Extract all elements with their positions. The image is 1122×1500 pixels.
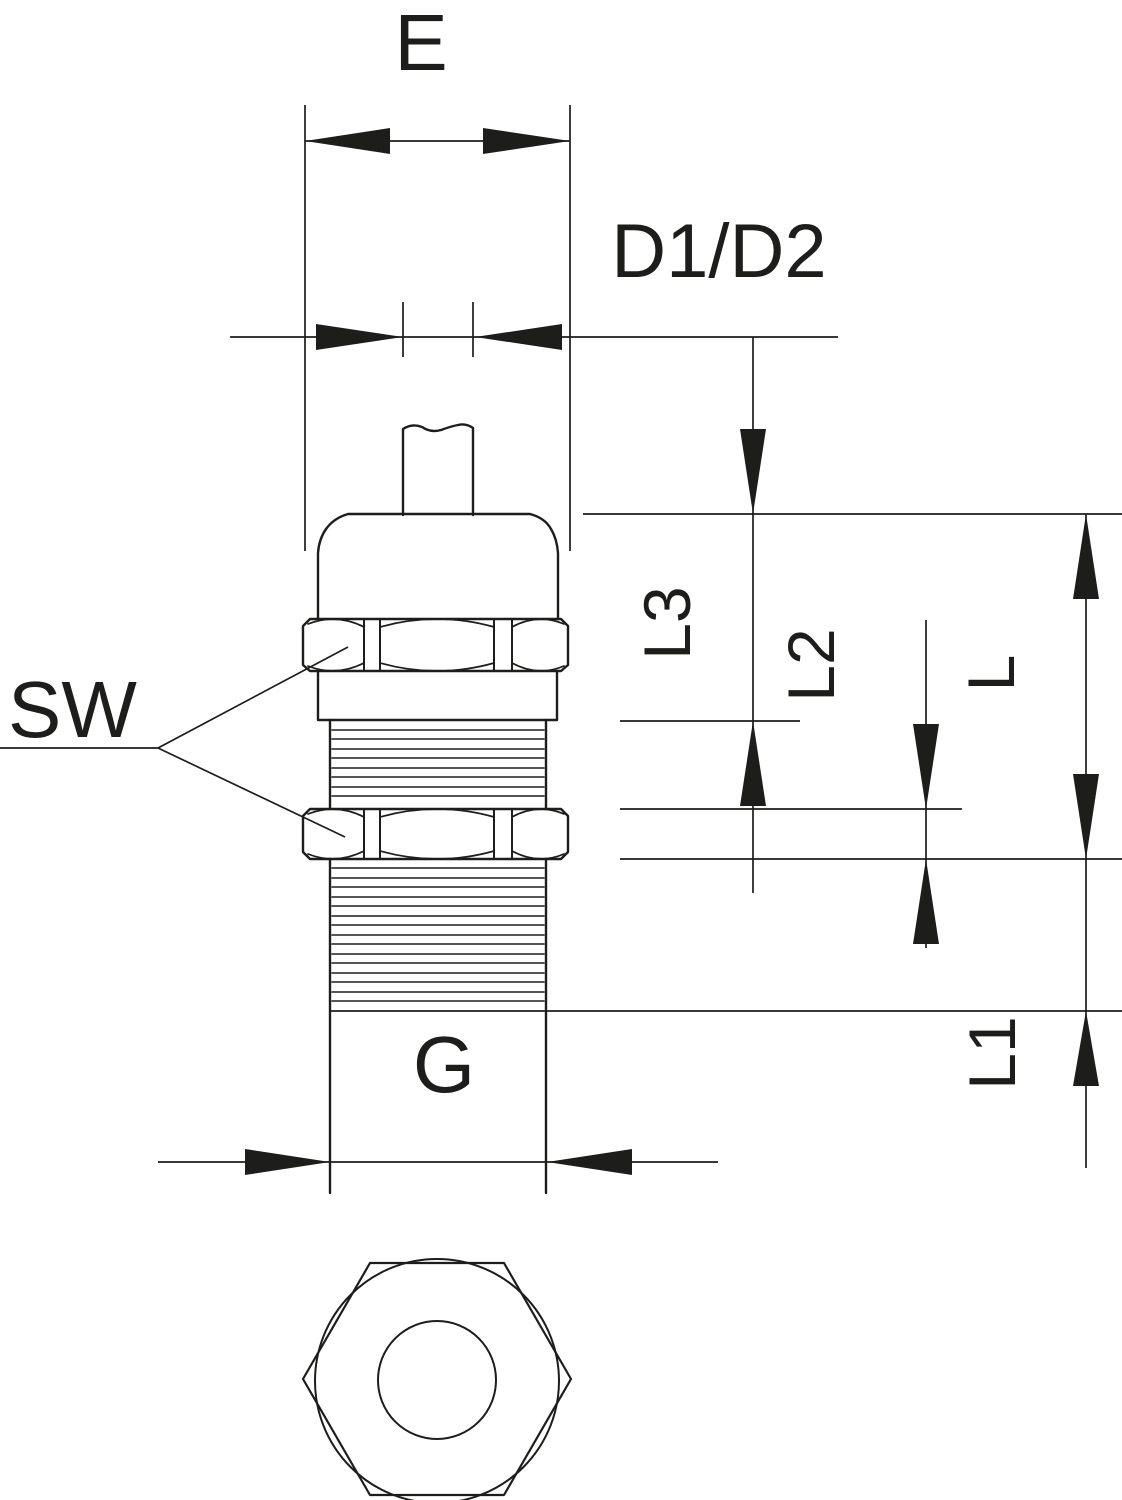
leader-lines [0, 646, 349, 838]
dim-E: E [304, 0, 571, 551]
extension-lines [304, 105, 571, 551]
extension-ticks [402, 302, 474, 357]
dim-label-L2: L2 [774, 628, 848, 701]
arrow-down-icon [1073, 774, 1099, 859]
dim-label-L1: L1 [955, 1016, 1029, 1089]
thread-section-lower [328, 857, 548, 1195]
arrow-right-icon [316, 324, 403, 350]
arrow-up-icon [1073, 1011, 1099, 1086]
dim-D1-D2: D1/D2 [230, 209, 838, 357]
dim-L1: L1 [955, 1011, 1099, 1090]
arrow-right-icon [483, 128, 570, 154]
body-circle [314, 1258, 560, 1500]
arrow-left-icon [547, 1149, 632, 1175]
arrow-up-icon [913, 859, 939, 944]
bore-circle [377, 1320, 497, 1440]
thread-section-upper [328, 718, 548, 811]
hex-nut-lower [301, 807, 570, 861]
side-view [301, 423, 570, 1195]
dim-label-G: G [413, 1020, 475, 1109]
collar [316, 669, 559, 722]
hex-nut-upper [301, 617, 570, 673]
dim-label-SW: SW [8, 665, 137, 754]
arrow-down-icon [740, 429, 766, 514]
bottom-view [301, 1258, 573, 1500]
cable-stub [401, 423, 475, 517]
dim-label-L3: L3 [630, 586, 704, 659]
arrow-left-icon [475, 324, 562, 350]
dim-G: G [158, 1020, 718, 1175]
arrow-down-icon [913, 724, 939, 809]
arrow-right-icon [245, 1149, 330, 1175]
arrow-up-icon [740, 721, 766, 806]
arrow-up-icon [1073, 514, 1099, 599]
dim-L2: L2 [774, 620, 939, 948]
arrow-left-icon [305, 128, 390, 154]
dimensions: E D1/D2 L3 L2 [0, 0, 1122, 1175]
sw-callout: SW [0, 646, 349, 838]
dim-label-D1-D2: D1/D2 [611, 209, 826, 294]
dim-label-L: L [954, 655, 1028, 692]
hexagon-outline [301, 1261, 573, 1497]
cap-dome [316, 512, 560, 621]
dim-L3: L3 [630, 337, 766, 893]
dim-label-E: E [394, 0, 447, 87]
